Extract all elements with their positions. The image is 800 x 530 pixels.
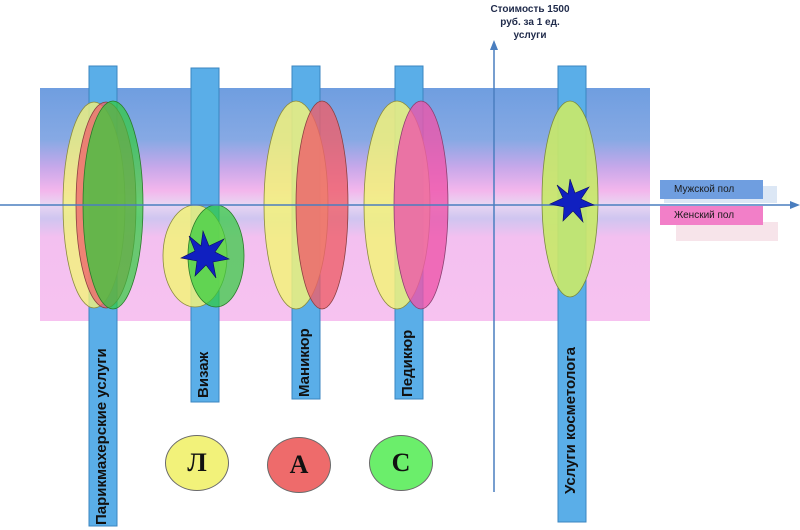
category-label-visage: Визаж (195, 351, 212, 398)
y-axis-title-line: услуги (513, 30, 547, 41)
cosmetology-star-icon (549, 178, 595, 224)
y-axis-title: Стоимость 1500 руб. за 1 ед. услуги (470, 3, 590, 42)
y-axis-title-line: Стоимость 1500 (490, 4, 570, 15)
legend-male: Мужской пол (660, 180, 763, 199)
category-label-pedicure: Педикюр (399, 329, 416, 397)
segment-circle-s: С (369, 435, 433, 491)
visage-star-icon (180, 229, 230, 279)
segment-circle-a: А (267, 437, 331, 493)
category-label-cosmetology: Услуги косметолога (562, 347, 579, 494)
category-label-manicure: Маникюр (296, 328, 313, 397)
category-label-hair: Парикмахерские услуги (93, 348, 110, 525)
y-axis-title-line: руб. за 1 ед. (500, 17, 560, 28)
legend-female-shadow (676, 222, 778, 241)
segment-circle-l: Л (165, 435, 229, 491)
legend-female: Женский пол (660, 206, 763, 225)
horizontal-axis-arrow (790, 201, 800, 209)
vertical-axis-arrow (490, 40, 498, 50)
